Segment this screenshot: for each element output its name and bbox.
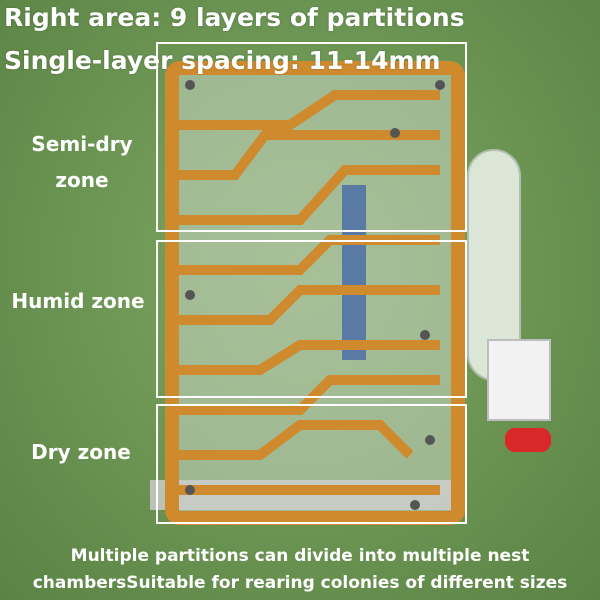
humid-zone-label: Humid zone — [11, 289, 145, 313]
caption-line-2: chambersSuitable for rearing colonies of… — [32, 573, 568, 593]
humid-zone-box — [156, 240, 467, 398]
blue-channel — [342, 185, 366, 360]
semi-dry-zone-label: Semi-dry zone — [31, 132, 133, 192]
semi-dry-zone-box — [156, 42, 467, 232]
red-plug — [505, 428, 551, 452]
screws — [185, 80, 445, 510]
side-feeder-box — [487, 339, 551, 421]
caption-line-1: Multiple partitions can divide into mult… — [70, 546, 530, 566]
orange-frame — [165, 61, 465, 525]
headline-layers: Right area: 9 layers of partitions — [4, 3, 465, 32]
headline-spacing: Single-layer spacing: 11-14mm — [4, 46, 441, 75]
dry-zone-label: Dry zone — [31, 440, 131, 464]
dry-zone-box — [156, 404, 467, 524]
